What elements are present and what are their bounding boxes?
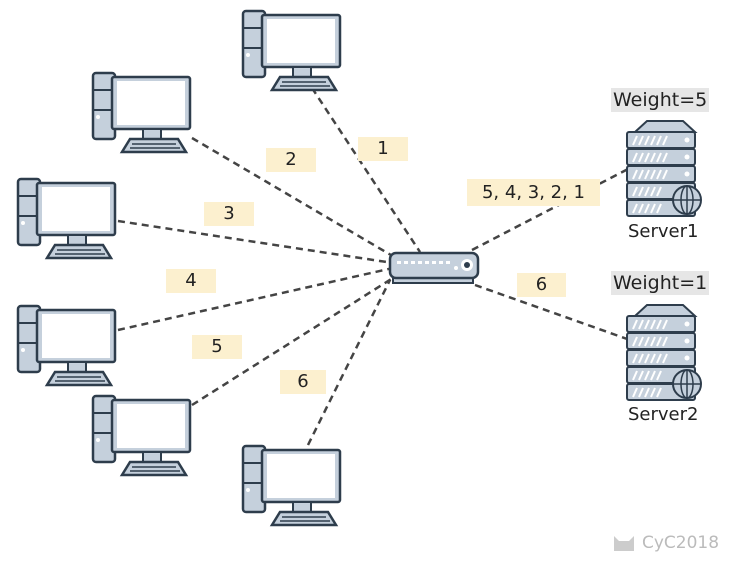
link-c1: [310, 87, 422, 253]
server2-weight: Weight=1: [611, 271, 710, 295]
link-c2: [191, 136, 397, 260]
server2-name: Server2: [628, 404, 699, 425]
link-c6: [306, 279, 392, 446]
link-c4: [117, 266, 394, 332]
link-c3: [117, 219, 394, 265]
watermark: CyC2018: [612, 533, 719, 553]
edge-label-server2: 6: [517, 273, 566, 297]
edge-label-1: 1: [358, 137, 408, 161]
edge-label-3: 3: [204, 202, 254, 226]
edge-label-2: 2: [266, 148, 316, 172]
server1-name: Server1: [628, 221, 699, 242]
edge-label-5: 5: [192, 335, 242, 359]
computer-icon: [91, 71, 192, 154]
computer-icon: [241, 444, 342, 527]
computer-icon: [241, 9, 342, 92]
edge-label-4: 4: [166, 269, 216, 293]
server-icon: [626, 120, 702, 217]
link-server2: [474, 283, 631, 342]
watermark-text: CyC2018: [642, 533, 720, 553]
server1-weight: Weight=5: [611, 88, 710, 112]
computer-icon: [91, 394, 192, 477]
link-c5: [191, 274, 397, 407]
edge-label-server1: 5, 4, 3, 2, 1: [467, 179, 600, 206]
edge-label-6: 6: [280, 370, 326, 394]
cat-logo-icon: [614, 536, 634, 551]
computer-icon: [16, 304, 117, 387]
computer-icon: [16, 177, 117, 260]
connection-lines: [117, 87, 631, 446]
server-icon: [626, 304, 702, 401]
load-balancer-switch-icon: [388, 251, 480, 284]
link-server1: [471, 166, 631, 252]
